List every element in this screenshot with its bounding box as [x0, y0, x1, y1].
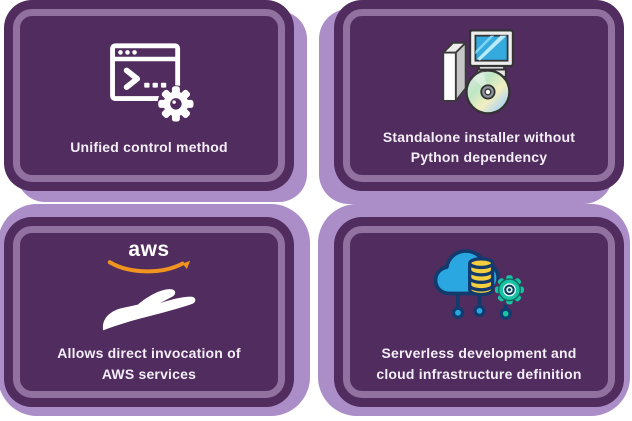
- card-label-line: Serverless development and: [381, 345, 577, 362]
- icon-box: [427, 239, 532, 335]
- aws-offer-hand-icon: aws: [96, 239, 202, 335]
- card-label: Allows direct invocation of AWS services: [57, 343, 241, 384]
- card-serverless-cloud-infra: Serverless development and cloud infrast…: [334, 216, 624, 407]
- card-aws-direct-invocation: aws Allows direct invocation of AWS serv…: [4, 216, 294, 407]
- card-label-line: Standalone installer without: [382, 128, 576, 145]
- offering-hand-icon: [102, 289, 196, 331]
- terminal-gear-icon: [109, 43, 194, 123]
- icon-box: [429, 23, 529, 119]
- card-label-line: AWS services: [101, 365, 197, 382]
- card-content: Unified control method: [20, 16, 278, 175]
- aws-smile-arrow-icon: [107, 260, 191, 274]
- card-label-line: cloud infrastructure definition: [376, 365, 582, 382]
- card-label: Unified control method: [70, 137, 228, 157]
- card-label-line: Allows direct invocation of: [57, 345, 241, 362]
- icon-box: [100, 33, 199, 129]
- card-label-line: Python dependency: [410, 149, 548, 166]
- card-content: Standalone installer without Python depe…: [350, 16, 608, 175]
- card-standalone-installer: Standalone installer without Python depe…: [334, 0, 624, 191]
- card-label: Serverless development and cloud infrast…: [376, 343, 581, 384]
- icon-box: aws: [96, 239, 202, 335]
- card-content: Serverless development and cloud infrast…: [350, 233, 608, 392]
- card-label: Standalone installer without Python depe…: [383, 127, 575, 168]
- cloud-infrastructure-icon: [433, 249, 525, 321]
- card-label-line: Unified control method: [70, 139, 228, 156]
- card-content: aws Allows direct invocation of AWS serv…: [20, 233, 278, 392]
- installer-cd-icon: [442, 29, 515, 115]
- card-unified-control-method: Unified control method: [4, 0, 294, 191]
- aws-wordmark: aws: [128, 238, 170, 262]
